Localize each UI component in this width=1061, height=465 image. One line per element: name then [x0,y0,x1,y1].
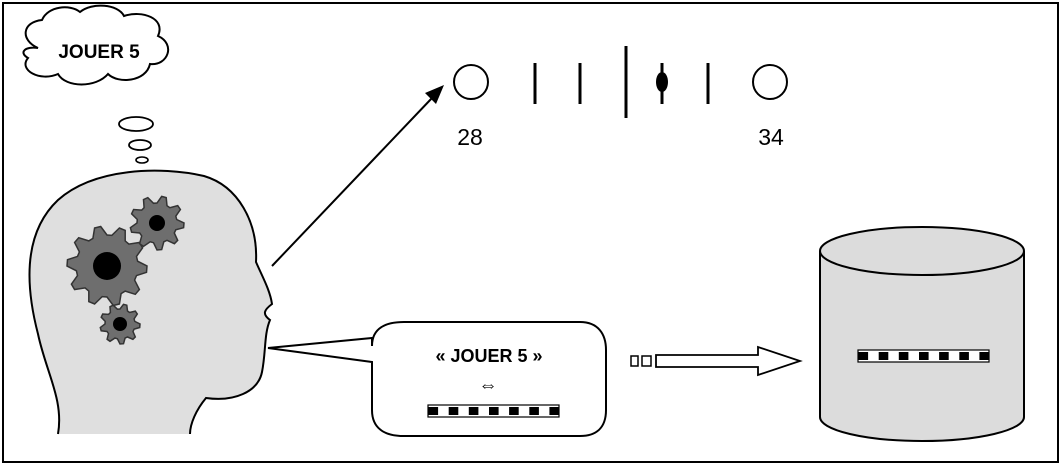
barcode-bar [449,407,459,415]
barcode-bar [859,352,869,360]
speech-text: « JOUER 5 » [435,346,542,366]
number-line-circle-left [454,65,488,99]
barcode-bar [509,407,519,415]
gear-hub [93,252,121,280]
barcode-bar [429,407,439,415]
barcode-bar [489,407,499,415]
barcode-strip-icon [858,350,989,362]
arrow-trail-square [642,356,651,366]
number-line [454,46,787,118]
barcode-strip-icon [428,405,559,417]
barcode-bar [549,407,559,415]
arrow-icon [272,85,444,266]
gear-hub [113,317,127,331]
arrow-trail-square [631,356,638,366]
barcode-bar [919,352,929,360]
barcode-bar [979,352,989,360]
number-line-circle-right [753,65,787,99]
speech-bubble [268,322,606,436]
barcode-bar [879,352,889,360]
thought-bubble-large [119,117,153,131]
barcode-bar [899,352,909,360]
hollow-arrow-icon [631,347,800,375]
thought-bubble-medium [129,140,151,150]
barcode-bar [469,407,479,415]
number-line-marker-dot [656,72,668,92]
number-line-right-label: 34 [758,124,784,150]
barcode-bar [959,352,969,360]
thought-cloud-icon [23,6,168,163]
gear-hub [149,215,165,231]
equivalence-symbol: ⇔ [479,375,498,396]
barcode-bar [529,407,539,415]
barcode-bar [939,352,949,360]
thought-bubble-small [136,157,148,163]
number-line-left-label: 28 [457,124,483,150]
cylinder-database-icon [820,227,1024,441]
thought-text: JOUER 5 [58,42,140,63]
